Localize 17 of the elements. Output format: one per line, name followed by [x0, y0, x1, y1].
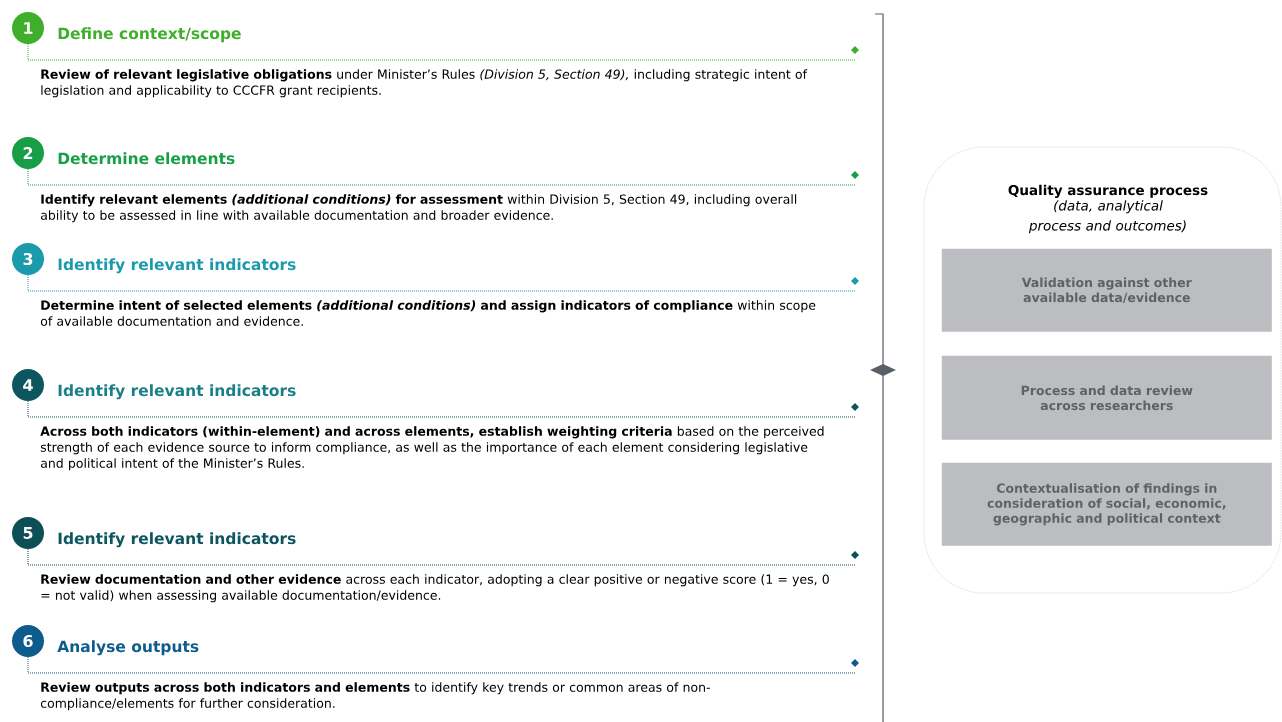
- step-description: Review of relevant legislative obligations under Minister’s Rules (Division 5, Section 49), including strategic intent of legislation and applicability to CCCFR grant recipients.: [41, 69, 808, 98]
- step-heading: Identify relevant indicators: [58, 532, 296, 548]
- step-heading: Identify relevant indicators: [58, 258, 296, 274]
- step-description: Review documentation and other evidence across each indicator, adopting a clear positive or negative score (1 = yes, 0 = not valid) when assessing available documentation/evidence.: [41, 574, 829, 603]
- process-box: Validation against other available data/evidence: [941, 248, 1272, 332]
- panel-title: Quality assurance process: [1008, 184, 1208, 198]
- step-description: Determine intent of selected elements (additional conditions) and assign indicators of compliance within scope of available documentation and evidence.: [40, 300, 816, 326]
- process-box: Contextualisation of findings in consideration of social, economic, geographic and political context: [941, 462, 1272, 546]
- panel-subtitle: (data, analytical process and outcomes): [1028, 200, 1186, 234]
- step-heading: Analyse outputs: [57, 640, 199, 656]
- step-description: Review outputs across both indicators and elements to identify key trends or common areas of non-compliance/elements for further consideration.: [40, 682, 710, 711]
- step-description: Identify relevant elements (additional conditions) for assessment within Division 5, Section 49, including overall ability to be assessed in line with available documentation and broader evidence.: [40, 194, 797, 223]
- step-heading: Determine elements: [58, 152, 235, 165]
- step-heading: Define context/scope: [58, 27, 241, 43]
- step-heading: Identify relevant indicators: [58, 384, 296, 400]
- step-description: Across both indicators (within-element) and across elements, establish weighting criteria based on the perceived strength of each evidence source to inform compliance, as well as the importance of each element considering legislative and political intent of the Minister’s Rules.: [40, 426, 824, 471]
- process-box: Process and data review across researchers: [941, 355, 1272, 440]
